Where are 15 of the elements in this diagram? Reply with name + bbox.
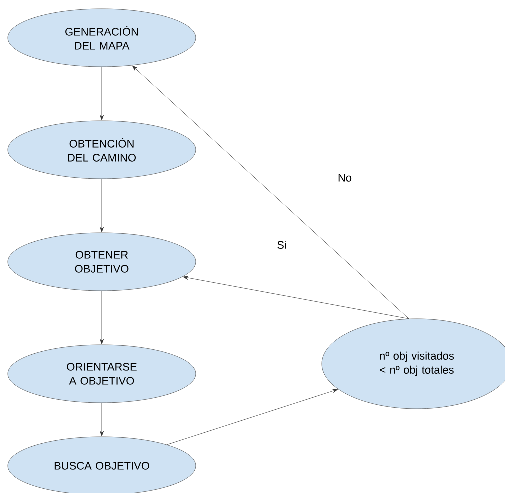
arrow	[183, 276, 410, 320]
oval-node: OBTENCIÓN DEL CAMINO	[8, 120, 196, 180]
arrow	[100, 403, 104, 436]
edge-label: Si	[276, 240, 288, 250]
oval-node: ORIENTARSE A OBJETIVO	[8, 344, 196, 404]
oval-node: OBTENER OBJETIVO	[8, 232, 196, 292]
oval-node: nº obj visitados < nº obj totales	[322, 318, 505, 410]
arrow	[166, 389, 338, 446]
oval-node: GENERACIÓN DEL MAPA	[8, 8, 196, 68]
arrow	[100, 67, 104, 120]
arrow	[132, 66, 410, 320]
oval-node: BUSCA OBJETIVO	[8, 436, 196, 493]
arrow	[100, 179, 104, 232]
arrow	[100, 291, 104, 344]
edge-label: No	[336, 173, 354, 183]
